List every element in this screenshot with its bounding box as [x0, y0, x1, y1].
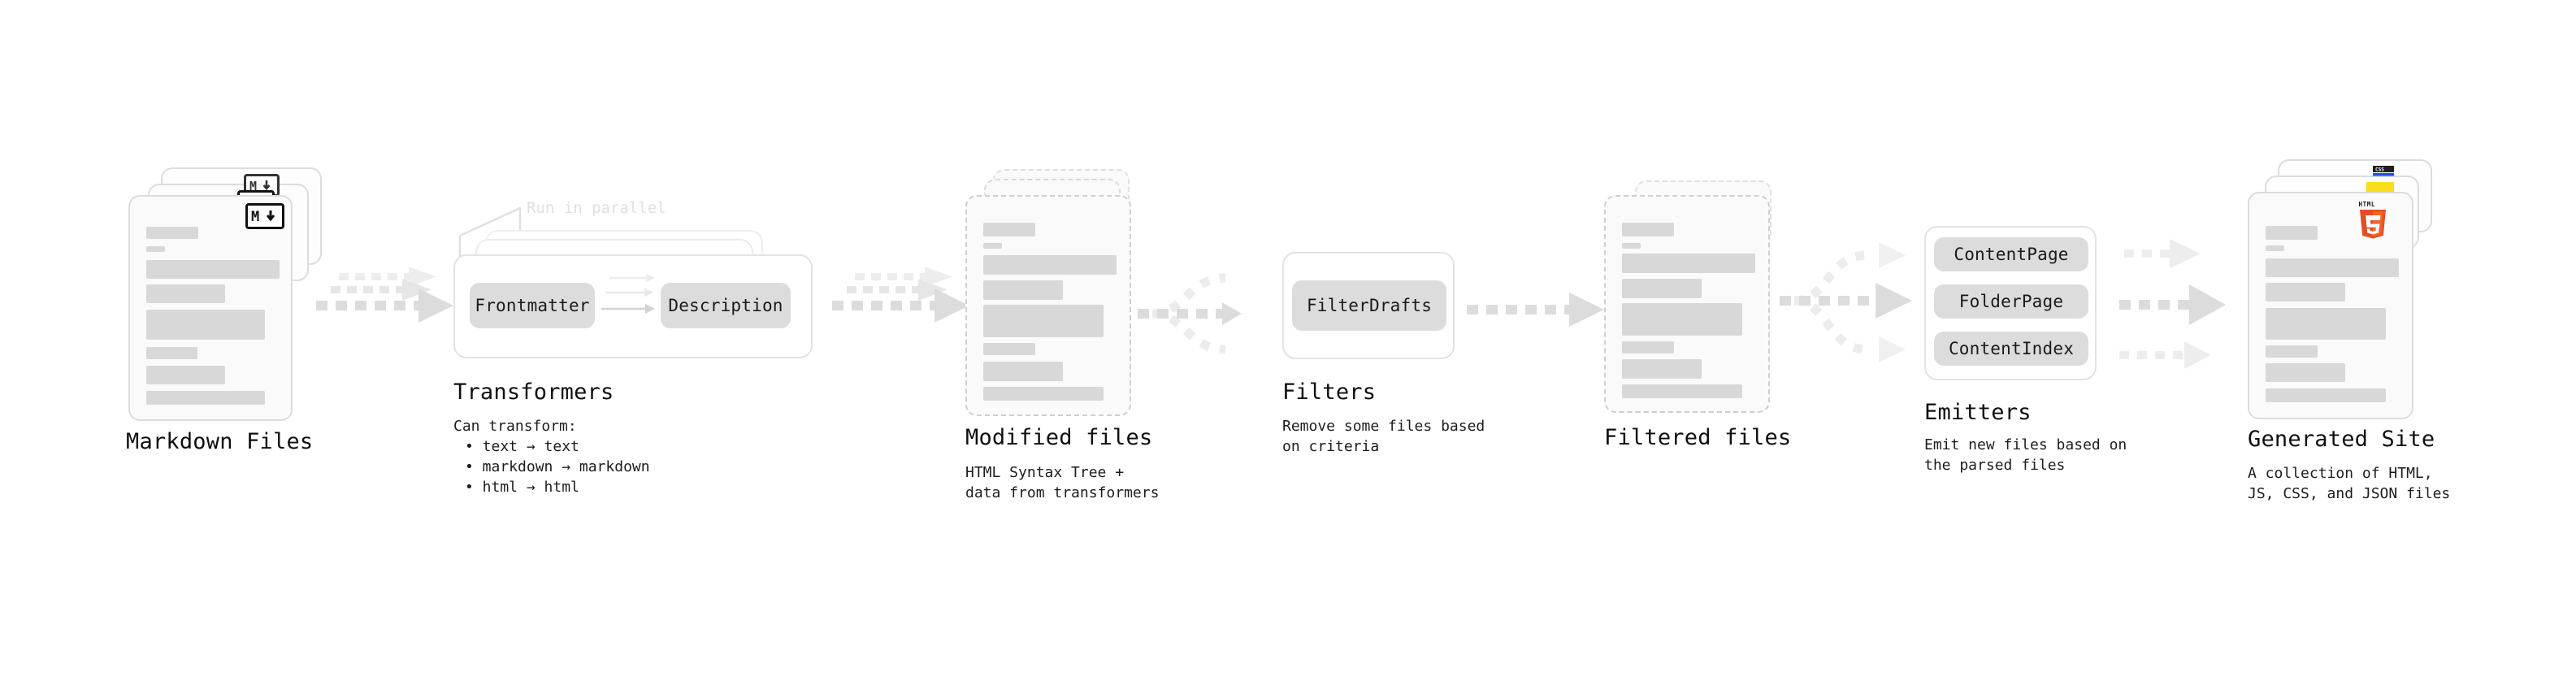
skeleton-bar [146, 347, 197, 359]
stage-title-markdown-files: Markdown Files [126, 429, 314, 454]
css3-badge: CSS [2373, 166, 2394, 176]
markdown-badge-front: M [245, 203, 284, 229]
svg-text:CSS: CSS [2375, 167, 2384, 173]
transformers-subtitle-line-2: • markdown → markdown [465, 458, 650, 475]
skeleton-bar [1622, 384, 1742, 398]
skeleton-bar [2266, 258, 2399, 277]
arrow-group-3-converging [1138, 273, 1242, 354]
generated-card-front [2248, 192, 2413, 419]
skeleton-bar [1622, 303, 1742, 336]
skeleton-bar [983, 223, 1035, 236]
chip-folderpage[interactable]: FolderPage [1934, 284, 2088, 319]
transformer-inner-arrows [601, 273, 655, 314]
skeleton-bar [983, 255, 1117, 275]
skeleton-bar [2266, 388, 2386, 402]
transformers-subtitle-head: Can transform: [453, 418, 577, 435]
skeleton-bar [983, 362, 1063, 381]
run-in-parallel-bracket [458, 206, 522, 273]
stage-title-filtered-files: Filtered files [1604, 425, 1792, 450]
filters-subtitle-line-1: Remove some files based [1282, 418, 1485, 435]
arrow-group-2 [832, 267, 969, 323]
skeleton-bar [1622, 341, 1674, 354]
transformers-subtitle-line-3: • html → html [465, 479, 579, 496]
modified-files-subtitle-line-2: data from transformers [965, 484, 1160, 501]
stage-title-generated-site: Generated Site [2248, 427, 2435, 452]
skeleton-bar [983, 243, 1002, 249]
transformers-subtitle-line-1: • text → text [465, 438, 579, 455]
emitters-subtitle-line-1: Emit new files based on [1924, 436, 2127, 453]
skeleton-bar [2266, 308, 2386, 340]
skeleton-bar [146, 366, 225, 384]
skeleton-bar [146, 391, 265, 405]
svg-text:M: M [249, 179, 257, 193]
stage-title-filters: Filters [1282, 380, 1377, 405]
chip-frontmatter[interactable]: Frontmatter [470, 283, 595, 328]
arrow-group-1 [316, 267, 453, 323]
skeleton-bar [1622, 243, 1641, 249]
svg-text:M: M [251, 209, 259, 224]
emitters-subtitle-line-2: the parsed files [1924, 457, 2066, 474]
chip-description[interactable]: Description [661, 283, 791, 328]
filters-subtitle-line-2: on criteria [1282, 438, 1380, 455]
chip-contentpage[interactable]: ContentPage [1934, 237, 2088, 271]
skeleton-bar [2266, 283, 2345, 301]
chip-contentindex[interactable]: ContentIndex [1934, 332, 2088, 366]
svg-text:HTML: HTML [2359, 201, 2375, 208]
filtered-card-front [1604, 195, 1770, 413]
skeleton-bar [146, 246, 165, 252]
chip-filterdrafts[interactable]: FilterDrafts [1292, 280, 1446, 331]
markdown-card-front [128, 195, 293, 421]
stage-title-modified-files: Modified files [965, 425, 1153, 450]
skeleton-bar [146, 227, 198, 239]
run-in-parallel-label: Run in parallel [527, 199, 666, 217]
skeleton-bar [146, 260, 280, 279]
skeleton-bar [983, 387, 1104, 401]
stage-title-emitters: Emitters [1924, 400, 2032, 425]
skeleton-bar [1622, 254, 1755, 273]
skeleton-bar [2266, 245, 2284, 251]
skeleton-bar [983, 280, 1063, 300]
html5-badge: HTML [2359, 201, 2386, 239]
skeleton-bar [2266, 345, 2318, 358]
skeleton-bar [983, 343, 1035, 355]
generated-site-subtitle-line-2: JS, CSS, and JSON files [2248, 485, 2451, 502]
skeleton-bar [983, 305, 1104, 337]
arrow-group-6 [2119, 239, 2226, 369]
skeleton-bar [1622, 223, 1674, 236]
arrow-group-4 [1467, 293, 1604, 327]
skeleton-bar [1622, 279, 1702, 298]
stage-title-transformers: Transformers [453, 380, 614, 405]
skeleton-bar [2266, 363, 2345, 382]
modified-card-front [965, 195, 1131, 416]
skeleton-bar [2266, 226, 2318, 240]
markdown-glyph-back: M [249, 179, 271, 193]
markdown-glyph-front: M [251, 209, 275, 224]
skeleton-bar [1622, 359, 1702, 379]
skeleton-bar [146, 310, 265, 340]
skeleton-bar [146, 284, 225, 303]
arrow-group-5-diverging [1780, 242, 1912, 362]
modified-files-subtitle-line-1: HTML Syntax Tree + [965, 464, 1125, 481]
generated-site-subtitle-line-1: A collection of HTML, [2248, 465, 2433, 482]
